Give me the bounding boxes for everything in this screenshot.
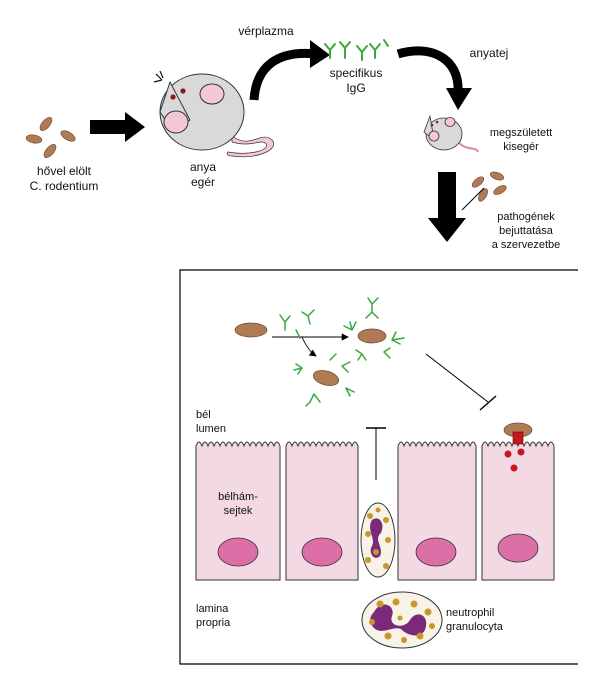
arrow-to-igg: [249, 48, 317, 101]
arrow-to-pup: [396, 46, 463, 93]
heat-killed-label: hővel elölt C. rodentium: [14, 164, 114, 194]
heat-killed-line1: hővel elölt: [36, 164, 92, 178]
newborn-pup-line2: kisegér: [503, 141, 539, 153]
mother-mouse-line1: anya: [189, 160, 217, 174]
mother-mouse-line2: egér: [190, 175, 216, 189]
gut-lumen-line1: bél: [196, 409, 211, 421]
neutrophil-lamina: [361, 591, 443, 649]
pathogen-entry-line1: pathogének: [497, 211, 555, 223]
pathogen-entry-line3: a szervezetbe: [491, 239, 561, 251]
pathogen-leader: [461, 187, 485, 211]
neutrophil-migrating: [360, 502, 396, 578]
heat-killed-bacteria: [25, 117, 76, 158]
arrow-to-mother: [90, 112, 145, 142]
inhibition-neutrophil: [366, 427, 386, 480]
heat-killed-line2: C. rodentium: [29, 179, 99, 193]
specific-igg-line1: specifikus: [329, 66, 383, 80]
specific-igg-line2: IgG: [346, 81, 366, 95]
newborn-pup-line1: megszületett: [489, 127, 553, 139]
arrow-down: [428, 172, 466, 242]
neutralization: [234, 297, 497, 411]
attached-bacterium: [503, 422, 533, 472]
lamina-propria-label: lamina propria: [196, 602, 230, 630]
igg-cluster: [324, 39, 389, 61]
lamina-propria-line1: lamina: [196, 603, 229, 615]
lamina-propria-line2: propria: [196, 617, 231, 629]
neutrophil-line2: granulocyta: [446, 621, 503, 633]
pathogen-entry-line2: bejuttatása: [499, 225, 553, 237]
newborn-pup-label: megszületett kisegér: [474, 126, 568, 154]
panel-box: [179, 269, 578, 665]
epithelial-cells-line1: bélhám-: [218, 491, 258, 503]
specific-igg-label: specifikus IgG: [316, 66, 396, 96]
mother-mouse: [153, 70, 275, 158]
epithelial-cells-line2: sejtek: [223, 505, 253, 517]
pathogen-entry-label: pathogének bejuttatása a szervezetbe: [478, 210, 574, 252]
breast-milk-label: anyatej: [469, 46, 509, 60]
gut-lumen-line2: lumen: [196, 423, 226, 435]
epithelial-nuclei: [217, 533, 539, 567]
neutrophil-line1: neutrophil: [446, 607, 495, 619]
mother-mouse-label: anya egér: [168, 160, 238, 190]
gut-lumen-label: bél lumen: [196, 408, 226, 436]
neutrophil-label: neutrophil granulocyta: [446, 606, 503, 634]
pathogens-pup: [471, 171, 507, 202]
epithelial-cells-label: bélhám- sejtek: [206, 490, 270, 518]
newborn-pup: [423, 114, 479, 153]
blood-plasma-label: vérplazma: [238, 24, 294, 38]
